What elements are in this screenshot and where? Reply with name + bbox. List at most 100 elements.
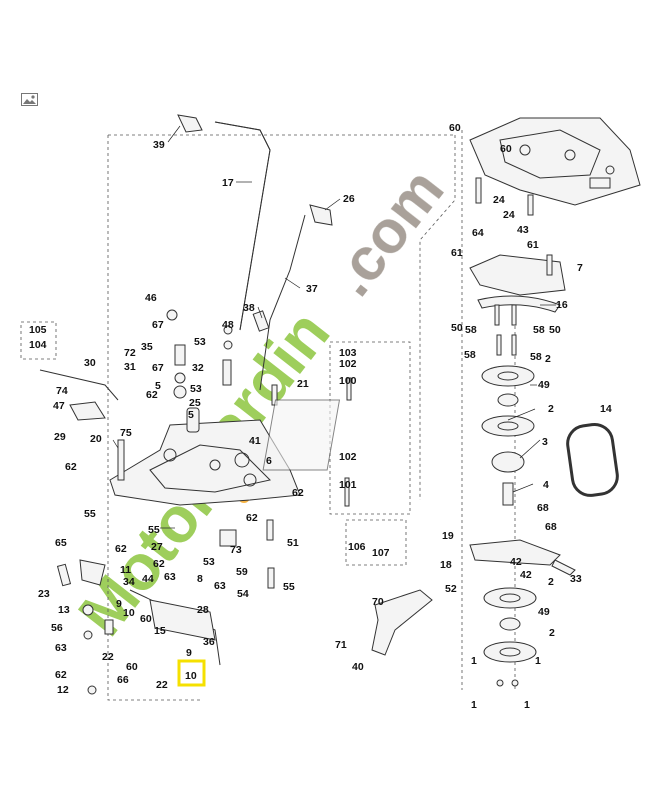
part-label: 40 bbox=[352, 661, 364, 673]
part-label: 35 bbox=[141, 341, 153, 353]
part-label: 15 bbox=[154, 625, 166, 637]
part-label: 54 bbox=[237, 588, 249, 600]
part-label: 53 bbox=[203, 556, 215, 568]
part-label: 1 bbox=[535, 655, 541, 667]
part-label: 68 bbox=[537, 502, 549, 514]
part-label: 58 bbox=[465, 324, 477, 336]
part-label: 62 bbox=[55, 669, 67, 681]
leader-lines bbox=[112, 125, 556, 529]
part-label: 23 bbox=[38, 588, 50, 600]
part-label: 19 bbox=[442, 530, 454, 542]
part-label: 102 bbox=[339, 451, 357, 463]
part-label: 37 bbox=[306, 283, 318, 295]
part-label: 103 bbox=[339, 347, 357, 359]
part-label: 39 bbox=[153, 139, 165, 151]
part-label: 4 bbox=[543, 479, 549, 491]
part-label: 11 bbox=[120, 564, 131, 576]
part-label: 104 bbox=[29, 339, 47, 351]
image-placeholder-icon bbox=[21, 93, 38, 106]
part-label: 14 bbox=[600, 403, 612, 415]
bracket-40 bbox=[371, 589, 433, 656]
part-label: 36 bbox=[203, 636, 215, 648]
part-label: 26 bbox=[343, 193, 355, 205]
part-label: 5 bbox=[188, 409, 194, 421]
part-label: 43 bbox=[517, 224, 529, 236]
part-label: 71 bbox=[335, 639, 347, 651]
part-label: 44 bbox=[142, 573, 154, 585]
part-label: 68 bbox=[545, 521, 557, 533]
part-label: 42 bbox=[510, 556, 522, 568]
part-label: 16 bbox=[556, 299, 568, 311]
pulley-stack bbox=[469, 254, 566, 687]
part-label: 18 bbox=[440, 559, 452, 571]
part-label: 60 bbox=[140, 613, 152, 625]
highlighted-part-box bbox=[177, 659, 206, 687]
part-label: 42 bbox=[520, 569, 532, 581]
part-label: 62 bbox=[292, 487, 304, 499]
part-label: 58 bbox=[530, 351, 542, 363]
part-label: 1 bbox=[471, 699, 477, 711]
part-label: 6 bbox=[266, 455, 272, 467]
part-label: 30 bbox=[84, 357, 96, 369]
svg-text:.com: .com bbox=[317, 156, 456, 308]
part-label: 105 bbox=[29, 324, 47, 336]
part-label: 48 bbox=[222, 319, 234, 331]
part-label: 53 bbox=[190, 383, 202, 395]
part-label: 107 bbox=[372, 547, 390, 559]
part-label: 67 bbox=[152, 362, 164, 374]
part-label: 102 bbox=[339, 358, 357, 370]
part-label: 63 bbox=[55, 642, 67, 654]
part-label: 22 bbox=[156, 679, 168, 691]
part-label: 33 bbox=[570, 573, 582, 585]
part-label: 64 bbox=[472, 227, 484, 239]
part-label: 63 bbox=[214, 580, 226, 592]
part-label: 1 bbox=[471, 655, 477, 667]
part-label: 65 bbox=[55, 537, 67, 549]
part-label: 53 bbox=[194, 336, 206, 348]
part-label: 2 bbox=[548, 576, 554, 588]
part-label: 74 bbox=[56, 385, 68, 397]
top-frame-plate bbox=[469, 117, 641, 206]
part-label: 55 bbox=[148, 524, 160, 536]
part-label: 62 bbox=[65, 461, 77, 473]
part-label: 75 bbox=[120, 427, 132, 439]
part-label: 58 bbox=[533, 324, 545, 336]
part-label: 1 bbox=[524, 699, 530, 711]
part-label: 24 bbox=[503, 209, 515, 221]
part-label: 46 bbox=[145, 292, 157, 304]
part-label: 3 bbox=[542, 436, 548, 448]
part-label: 2 bbox=[545, 353, 551, 365]
part-label: 25 bbox=[189, 397, 201, 409]
part-label: 10 bbox=[185, 670, 197, 682]
part-label: 55 bbox=[283, 581, 295, 593]
part-label: 59 bbox=[236, 566, 248, 578]
part-label: 50 bbox=[451, 322, 463, 334]
part-label: 58 bbox=[464, 349, 476, 361]
part-label: 22 bbox=[102, 651, 114, 663]
part-label: 47 bbox=[53, 400, 65, 412]
part-label: 106 bbox=[348, 541, 366, 553]
part-label: 73 bbox=[230, 544, 242, 556]
part-label: 70 bbox=[372, 596, 384, 608]
part-label: 49 bbox=[538, 606, 550, 618]
part-label: 67 bbox=[152, 319, 164, 331]
part-label: 52 bbox=[445, 583, 457, 595]
part-label: 51 bbox=[287, 537, 299, 549]
part-label: 21 bbox=[297, 378, 309, 390]
assembly-frames bbox=[20, 130, 516, 701]
part-label: 101 bbox=[339, 479, 357, 491]
part-label: 61 bbox=[527, 239, 539, 251]
part-label: 100 bbox=[339, 375, 357, 387]
part-label: 66 bbox=[117, 674, 129, 686]
part-label: 7 bbox=[577, 262, 583, 274]
part-label: 2 bbox=[548, 403, 554, 415]
part-label: 50 bbox=[549, 324, 561, 336]
part-label: 27 bbox=[151, 541, 163, 553]
part-label: 34 bbox=[123, 576, 135, 588]
lower-linkage bbox=[56, 519, 275, 695]
part-label: 56 bbox=[51, 622, 63, 634]
part-label: 29 bbox=[54, 431, 66, 443]
shift-lever bbox=[177, 114, 271, 331]
part-label: 72 bbox=[124, 347, 136, 359]
part-label: 2 bbox=[549, 627, 555, 639]
